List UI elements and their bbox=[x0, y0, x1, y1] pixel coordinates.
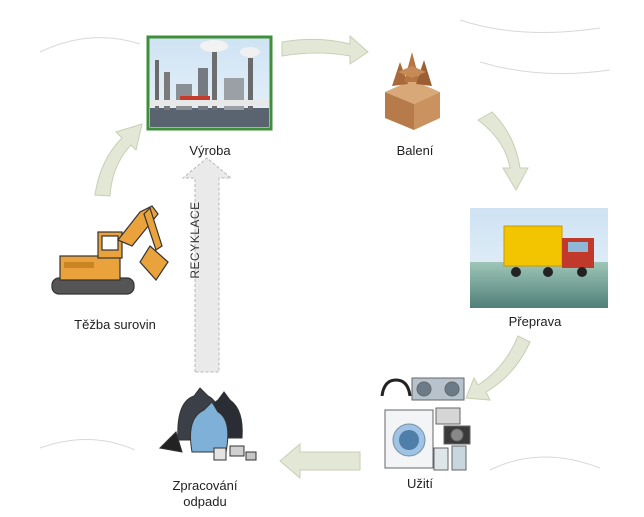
arrow-tezba-to-vyroba bbox=[94, 123, 143, 197]
decorative-swooshes bbox=[39, 19, 611, 471]
node-label-baleni: Balení bbox=[396, 143, 434, 158]
node-label-vyroba: Výroba bbox=[189, 143, 231, 158]
recycling-arrow bbox=[181, 157, 233, 373]
factory-image bbox=[146, 35, 273, 131]
node-label-tezba-surovin: Těžba surovin bbox=[74, 317, 156, 332]
arrow-vyroba-to-baleni bbox=[281, 34, 369, 65]
node-label-uziti: Užití bbox=[407, 476, 433, 491]
arrow-uziti-to-zpracovani bbox=[279, 442, 361, 480]
garbage-bags-image bbox=[158, 387, 257, 461]
excavator-image bbox=[51, 205, 169, 295]
appliances-image bbox=[380, 377, 471, 471]
arrow-preprava-to-uziti bbox=[465, 335, 531, 401]
node-label-zpracovani-odpadu: Zpracování odpadu bbox=[172, 478, 238, 509]
arrow-baleni-to-preprava bbox=[477, 111, 529, 192]
box-image bbox=[385, 52, 440, 130]
node-label-preprava: Přeprava bbox=[508, 314, 562, 329]
truck-image bbox=[470, 208, 608, 308]
recycling-label: RECYKLACE bbox=[188, 201, 202, 279]
cycle-arrows bbox=[94, 34, 531, 480]
